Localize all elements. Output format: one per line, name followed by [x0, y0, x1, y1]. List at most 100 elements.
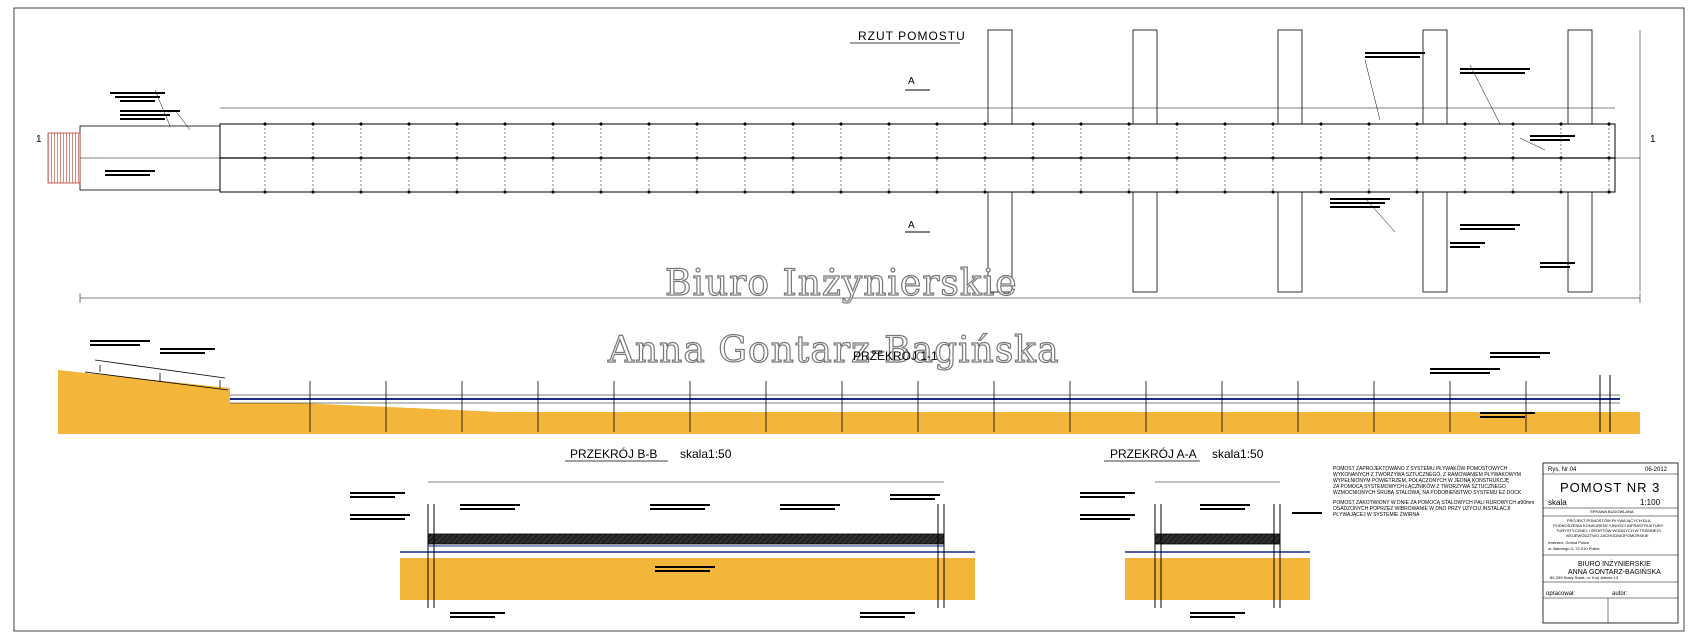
design-stage: SPRAWA BUDOWLANA [1590, 509, 1634, 514]
deck-connector [407, 190, 411, 194]
deck-connector [407, 156, 411, 160]
deck-connector [311, 190, 315, 194]
deck-connector [551, 190, 555, 194]
deck-connector [983, 156, 987, 160]
deck-connector [1079, 190, 1083, 194]
soil-bed [58, 388, 1640, 434]
section-marker-right: 1 [1650, 134, 1656, 145]
deck-connector [1463, 122, 1467, 126]
deck-connector [1271, 190, 1275, 194]
section-aa-float [1154, 533, 1281, 545]
deck-connector [1367, 190, 1371, 194]
note-line-6: POMOST ZAKOTWIONY W DNIE ZA POMOCĄ STALO… [1333, 500, 1534, 506]
deck-connector [743, 190, 747, 194]
deck-connector [887, 122, 891, 126]
drawing-number: Rys. Nr 04 [1548, 467, 1577, 473]
deck-connector [1415, 122, 1419, 126]
section-bb-scale: skala1:50 [680, 447, 732, 461]
shore-slope [58, 370, 230, 388]
deck-connector [647, 190, 651, 194]
section-bb-soil [400, 558, 975, 600]
deck-connector [551, 156, 555, 160]
deck-connector [1223, 122, 1227, 126]
deck-connector [983, 122, 987, 126]
section-aa-soil [1125, 558, 1310, 600]
title-block: Rys. Nr 04 06-2012 POMOST NR 3 skala 1:1… [1542, 462, 1679, 624]
deck-connector [1031, 190, 1035, 194]
scale-label: skala [1548, 498, 1567, 507]
deck-connector [1607, 190, 1611, 194]
deck-connector [455, 156, 459, 160]
long-section-title: PRZEKRÓJ 1-1 [853, 348, 938, 363]
deck-connector [1367, 156, 1371, 160]
drawing-date: 06-2012 [1645, 467, 1668, 473]
plan-view: RZUT POMOSTU 1 1 [36, 29, 1656, 303]
deck-connector [1559, 122, 1563, 126]
shore-abutment [47, 132, 81, 184]
deck-connector [599, 156, 603, 160]
section-a-a: PRZEKRÓJ A-A skala1:50 [1080, 446, 1322, 618]
deck-connector [791, 156, 795, 160]
scale-value: 1:100 [1640, 498, 1661, 507]
section-aa-scale: skala1:50 [1212, 447, 1264, 461]
deck-connector [1319, 156, 1323, 160]
project-line-6: ul. Batorego 3, 72-010 Police [1548, 546, 1600, 551]
finger-piers [987, 29, 1593, 293]
office-line-1: BIURO INŻYNIERSKIE [1578, 559, 1651, 568]
deck-connector [1415, 156, 1419, 160]
deck-connector [887, 156, 891, 160]
general-notes: POMOST ZAPROJEKTOWANO Z SYSTEMU PŁYWAKÓW… [1333, 465, 1534, 518]
deck-connector [1175, 156, 1179, 160]
deck-connector [1463, 156, 1467, 160]
deck-connector [1559, 190, 1563, 194]
section-marker-a-bottom: A [908, 220, 915, 231]
deck-connector [311, 122, 315, 126]
deck-connector [1271, 122, 1275, 126]
deck-connector [1223, 190, 1227, 194]
deck-connector [695, 190, 699, 194]
deck-connector [1511, 122, 1515, 126]
deck-connector [1223, 156, 1227, 160]
deck-connector [1031, 122, 1035, 126]
deck-connector [1271, 156, 1275, 160]
deck-connector [503, 122, 507, 126]
deck-connector [1511, 190, 1515, 194]
note-line-1: POMOST ZAPROJEKTOWANO Z SYSTEMU PŁYWAKÓW… [1333, 465, 1508, 472]
deck-connector [599, 190, 603, 194]
deck-connector [695, 122, 699, 126]
deck-connector [935, 156, 939, 160]
deck-connector [311, 156, 315, 160]
deck-connector [503, 190, 507, 194]
note-line-2: WYKONANYCH Z TWORZYWA SZTUCZNEGO, Z RAMO… [1333, 472, 1521, 478]
deck-connector [263, 156, 267, 160]
deck-connector [935, 190, 939, 194]
deck-connector [647, 122, 651, 126]
section-bb-float [427, 533, 945, 545]
note-line-8: PŁYWAJĄCEJ W SYSTEMIE ŻWIRNA [1333, 511, 1420, 518]
deck-connector [407, 122, 411, 126]
watermark-line1: Biuro Inżynierskie [665, 263, 1018, 304]
office-line-2: ANNA GONTARZ-BAGIŃSKA [1568, 567, 1661, 576]
project-line-4: WOJEWÓDZTWO ZACHODNIOPOMORSKIE [1566, 533, 1649, 538]
plan-title: RZUT POMOSTU [858, 29, 966, 43]
project-line-3: TURYSTYCZNEJ I SPORTÓW WODNYCH W TRZEBIE… [1556, 528, 1662, 533]
long-section-1-1: PRZEKRÓJ 1-1 [58, 340, 1640, 434]
deck-connector [455, 122, 459, 126]
deck-connector [1607, 122, 1611, 126]
watermark-line2: Anna Gontarz-Bagińska [607, 330, 1060, 371]
deck-connector [503, 156, 507, 160]
deck-connector [1127, 156, 1131, 160]
note-line-4: ZA POMOCĄ SYSTEMOWYCH ŁĄCZNIKÓW Z TWORZY… [1333, 483, 1506, 490]
deck-connector [791, 190, 795, 194]
deck-connector [263, 190, 267, 194]
project-line-1: PROJEKT POMOSTÓW PŁYWAJĄCYCH DLA [1567, 518, 1651, 523]
watermark: Biuro Inżynierskie Anna Gontarz-Bagińska [606, 262, 1060, 371]
section-marker-left: 1 [36, 134, 42, 145]
deck-connector [1127, 122, 1131, 126]
deck-connector [743, 156, 747, 160]
deck-connector [1031, 156, 1035, 160]
section-marker-a-top: A [908, 76, 915, 87]
deck-connector [839, 190, 843, 194]
deck-pile-grid [263, 122, 1611, 194]
